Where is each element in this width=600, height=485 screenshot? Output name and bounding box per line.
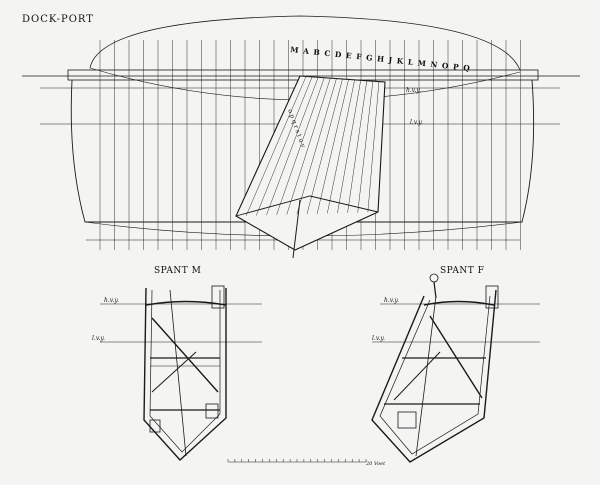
section-left-lvy: l.v.y. (92, 335, 105, 342)
section-right-hull (371, 289, 497, 463)
diagonal-hatch-line (276, 77, 325, 215)
section-right-inner (379, 295, 491, 455)
section-right: SPANT F h.v.y. l.v.y. (371, 266, 540, 463)
section-right-brace-1 (429, 315, 483, 399)
diagonal-ridge (235, 195, 379, 217)
diagonal-hatch-line (327, 79, 355, 214)
diagonal-hatch-line (235, 75, 301, 217)
drawing-title: DOCK-PORT (22, 14, 94, 25)
diagonal-hatch-line (337, 80, 361, 214)
diagonal-hatch-line (286, 78, 331, 215)
diagonal-hatching (235, 75, 386, 217)
diagonal-hatch-line (245, 76, 307, 216)
diagonal-hatch-line (347, 80, 368, 213)
section-right-post (415, 295, 437, 457)
diagonal-hatch-line (266, 77, 319, 216)
diagonal-hatch-line (256, 76, 313, 216)
section-right-lvy: l.v.y. (372, 335, 385, 342)
diagonal-outline (235, 75, 386, 251)
scale-label: 20 Voet (365, 461, 386, 467)
diagonal-hatch-line (306, 78, 343, 215)
section-left: SPANT M h.v.y. l.v.y. (92, 266, 262, 461)
hull-deck-outline (89, 15, 521, 71)
section-left-deck (145, 300, 227, 306)
diagonal-body (235, 75, 386, 259)
section-left-post (169, 289, 187, 457)
plan-label-hvy: h.v.y. (406, 87, 421, 94)
section-right-block-top (485, 285, 499, 309)
section-left-brace-1 (151, 317, 219, 393)
plan-view: M A B C D E F G H J K L M N O P Q o p q … (22, 15, 580, 259)
diagonal-hatch-line (377, 81, 386, 213)
section-left-hvy: h.v.y. (104, 297, 119, 304)
section-right-block-bot (397, 411, 417, 429)
section-left-hull (143, 287, 227, 461)
scale-ticks (227, 459, 367, 462)
section-left-block-left (149, 419, 161, 433)
section-left-block-bot (205, 403, 219, 419)
section-right-brace-2 (393, 351, 441, 401)
diagonal-hatch-line (296, 78, 337, 215)
diagonal-hatch-line (357, 81, 374, 213)
section-right-deck (423, 300, 495, 306)
stem-line (292, 199, 301, 259)
section-left-inner (149, 289, 221, 453)
diagonal-hatch-line (316, 79, 349, 214)
section-left-block-top (211, 285, 225, 309)
section-left-title: SPANT M (154, 266, 201, 276)
scale-bar: 20 Voet (227, 459, 386, 467)
section-left-brace-2 (151, 351, 197, 393)
section-right-hvy: h.v.y. (384, 297, 399, 304)
section-right-fitting (429, 273, 439, 283)
frame-letter-row: M A B C D E F G H J K L M N O P Q (290, 45, 471, 73)
diagonal-hatch-line (367, 81, 380, 213)
section-right-fitting-stem (433, 281, 437, 299)
section-right-title: SPANT F (440, 266, 484, 276)
plan-label-lvy: l.v.y. (410, 119, 423, 126)
